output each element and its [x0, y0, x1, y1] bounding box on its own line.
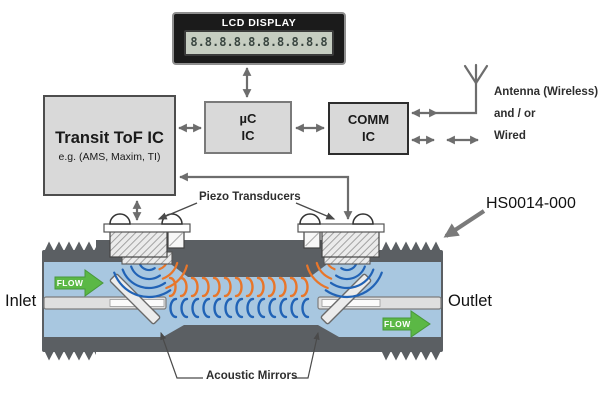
wired-label: Wired: [494, 130, 526, 142]
thread-top-left: [44, 241, 96, 252]
comm-line1: COMM: [347, 111, 390, 127]
pipe-body: [42, 240, 443, 361]
tof-title: Transit ToF IC: [55, 128, 164, 147]
acoustic-mirrors-label: Acoustic Mirrors: [206, 370, 298, 382]
antenna-icon: [463, 63, 489, 85]
lcd-screen: 8.8.8.8.8.8.8.8.8.8: [184, 30, 334, 56]
lcd-display: LCD DISPLAY 8.8.8.8.8.8.8.8.8.8: [172, 12, 346, 65]
mirror-callout-right: [292, 331, 320, 379]
part-number-arrow: [443, 209, 486, 238]
antenna-lead: [437, 83, 478, 115]
mirror-callout-left: [160, 331, 203, 379]
comm-line2: IC: [362, 128, 375, 144]
left-piezo-transducer: [103, 213, 191, 265]
arrow-tof-right-transducer: [179, 172, 353, 220]
callouts: [157, 202, 486, 379]
inlet-label: Inlet: [5, 292, 37, 310]
tof-subtitle: e.g. (AMS, Maxim, TI): [58, 150, 161, 163]
transit-tof-ic-block: Transit ToF IC e.g. (AMS, Maxim, TI): [43, 95, 176, 196]
thread-bottom-left: [44, 350, 96, 361]
flow-arrow-left: [54, 269, 104, 297]
bus-arrows: [132, 63, 489, 221]
flow-label-left: FLOW: [56, 278, 84, 288]
dome-icon: [352, 213, 374, 225]
dome-icon: [299, 213, 321, 225]
outlet-label: Outlet: [448, 292, 493, 310]
flow-label-right: FLOW: [384, 319, 411, 329]
microcontroller-ic-block: µC IC: [204, 101, 292, 154]
thread-top-right: [381, 241, 441, 252]
dome-icon: [161, 213, 183, 225]
uc-line1: µC: [239, 110, 257, 126]
antenna-wireless-label: Antenna (Wireless): [494, 86, 599, 98]
lcd-title: LCD DISPLAY: [221, 17, 297, 29]
flow-arrow-right: [382, 310, 431, 338]
piezo-transducers-label: Piezo Transducers: [199, 191, 301, 203]
thread-bottom-right: [381, 350, 441, 361]
piezo-callout-right: [295, 202, 336, 220]
and-or-label: and / or: [494, 108, 536, 120]
ultrasonic-waves: [113, 259, 383, 319]
comm-ic-block: COMM IC: [328, 102, 409, 155]
dome-icon: [109, 213, 131, 225]
right-piezo-transducer: [297, 213, 385, 265]
part-number-label: HS0014-000: [486, 195, 576, 212]
uc-line2: IC: [241, 127, 255, 143]
piezo-callout-left: [157, 202, 198, 220]
